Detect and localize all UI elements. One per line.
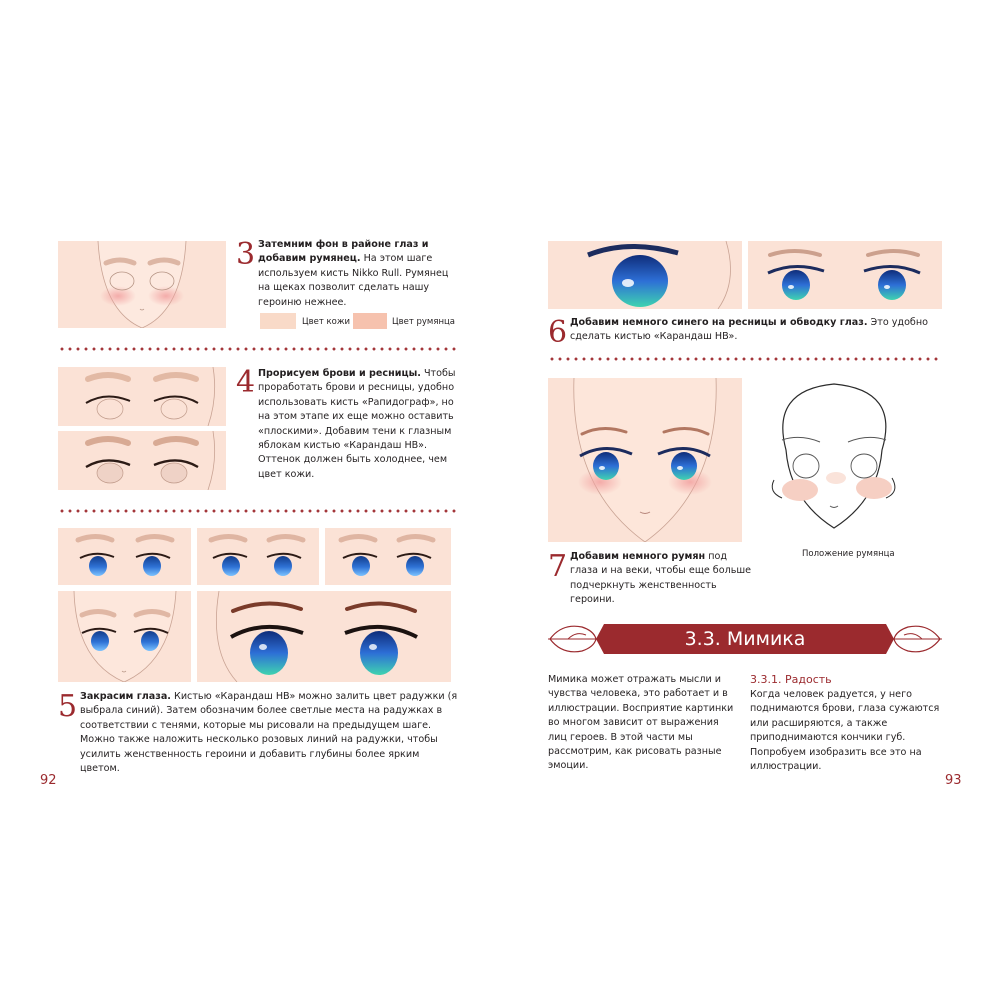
step5-body: Кистью «Карандаш HB» можно залить цвет р… <box>80 691 458 775</box>
step4-body: Чтобы проработать брови и ресницы, удобн… <box>258 368 456 480</box>
step3-face-illustration <box>58 241 226 328</box>
step6-closeup-illustration <box>548 241 742 309</box>
step6-title: Добавим немного синего на ресницы и обво… <box>570 317 868 328</box>
step7-face-illustration <box>548 378 742 542</box>
subsection-title: 3.3.1. Радость <box>750 673 832 686</box>
step5-closeup-illustration <box>197 591 451 682</box>
step5-title: Закрасим глаза. <box>80 691 171 702</box>
blue-eyes-icon <box>58 528 191 585</box>
blue-eyes-icon <box>197 528 319 585</box>
page-number-left: 92 <box>40 773 57 788</box>
blush-position-sketch <box>760 380 906 544</box>
eyes-closeup-icon <box>197 591 451 682</box>
step4-title: Прорисуем брови и ресницы. <box>258 368 421 379</box>
step3-body: На этом шаге используем кисть Nikko Rull… <box>258 253 449 308</box>
eyes-lineart-icon <box>58 367 226 426</box>
dotted-divider-1 <box>58 347 458 351</box>
page-number-right: 93 <box>945 773 962 788</box>
step6-body: Это удобно сделать кистью «Карандаш HB». <box>570 317 928 343</box>
step3-text: Затемним фон в районе глаз и добавим рум… <box>258 238 458 310</box>
step6-number: 6 <box>548 315 568 350</box>
step6-text: Добавим немного синего на ресницы и обво… <box>570 316 942 345</box>
swatch-skin-label: Цвет кожи <box>302 317 351 327</box>
step4-eyes-illustration-1 <box>58 367 226 426</box>
step5-eyes-illustration-2 <box>197 528 319 585</box>
section-title: 3.3. Мимика <box>684 628 806 650</box>
dotted-divider-2 <box>58 509 458 513</box>
step5-number: 5 <box>58 689 78 724</box>
step3-title: Затемним фон в районе глаз и добавим рум… <box>258 239 429 265</box>
blue-eyes-icon <box>748 241 942 309</box>
subsection-text: Когда человек радуется, у него поднимают… <box>750 689 940 773</box>
blue-eyes-icon <box>325 528 451 585</box>
swatch-blush-label: Цвет румянца <box>392 317 455 327</box>
face-sketch-icon <box>58 241 226 328</box>
swatch-skin <box>260 313 296 329</box>
step5-face-illustration <box>58 591 191 682</box>
face-blue-eyes-icon <box>58 591 191 682</box>
step7-body: под глаза и на веки, чтобы еще больше по… <box>570 551 752 606</box>
dotted-divider-3 <box>548 357 942 361</box>
step4-number: 4 <box>236 365 256 400</box>
step4-eyes-illustration-2 <box>58 431 226 490</box>
blush-position-caption: Положение румянца <box>802 549 895 559</box>
step7-number: 7 <box>548 549 568 584</box>
face-blush-icon <box>548 378 742 542</box>
section-banner <box>548 624 942 654</box>
step7-title: Добавим немного румян <box>570 551 706 562</box>
blue-eye-closeup-icon <box>548 241 742 309</box>
step4-text: Прорисуем брови и ресницы. Чтобы прорабо… <box>258 367 458 482</box>
step7-text: Добавим немного румян под глаза и на век… <box>570 550 754 608</box>
step6-eyes-illustration <box>748 241 942 309</box>
step5-text: Закрасим глаза. Кистью «Карандаш HB» мож… <box>80 690 460 776</box>
step5-eyes-illustration-3 <box>325 528 451 585</box>
eyes-shadow-icon <box>58 431 226 490</box>
swatch-blush <box>353 313 387 329</box>
step3-number: 3 <box>236 237 256 272</box>
section-intro: Мимика может отражать мысли и чувства че… <box>548 674 734 772</box>
face-lineart-blush-icon <box>760 380 906 544</box>
step5-eyes-illustration-1 <box>58 528 191 585</box>
